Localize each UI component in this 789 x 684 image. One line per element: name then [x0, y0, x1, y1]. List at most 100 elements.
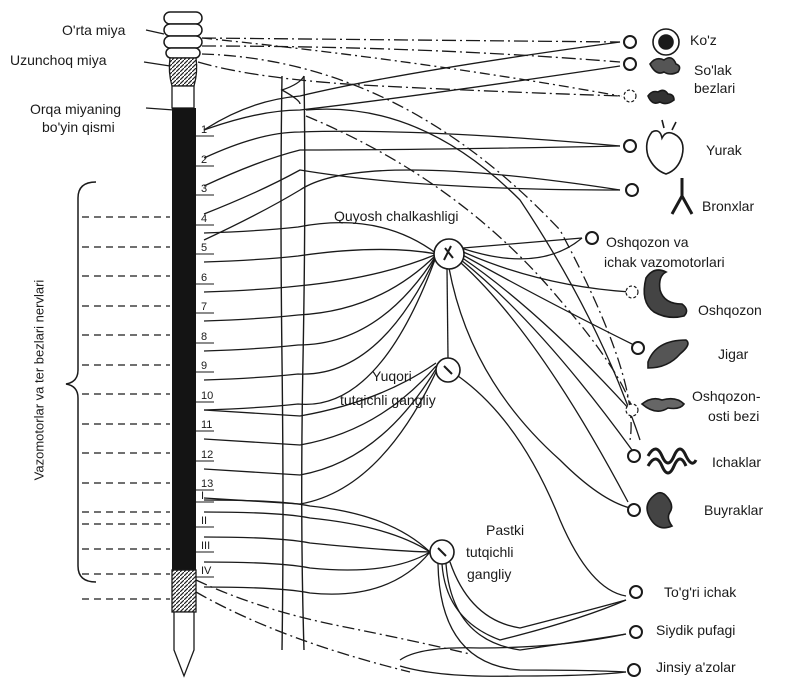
segment-label: 6 — [201, 272, 207, 284]
label-lower-ganglion-1: Pastki — [486, 522, 524, 539]
lumbar-fibre — [204, 537, 430, 552]
symp-salivary — [204, 66, 620, 130]
label-pancreas-1: Oshqozon- — [692, 388, 760, 405]
vasomotor-dashes — [82, 217, 170, 599]
thoracic-cord — [172, 108, 196, 570]
label-salivary-1: So'lak — [694, 62, 732, 79]
eye-icon — [653, 29, 679, 55]
label-medulla: Uzunchoq miya — [10, 52, 107, 69]
terminal-circle — [626, 184, 638, 196]
splanchnic-fibre — [204, 249, 437, 262]
terminal-circle — [624, 58, 636, 70]
label-genitals: Jinsiy a'zolar — [656, 659, 736, 676]
segment-label: 7 — [201, 301, 207, 313]
terminal-circles — [586, 36, 644, 676]
label-bladder: Siydik pufagi — [656, 622, 735, 639]
label-kidneys: Buyraklar — [704, 502, 763, 519]
label-cervical-2: bo'yin qismi — [42, 119, 115, 136]
label-vasomotor-2: ichak vazomotorlari — [604, 254, 725, 271]
segment-label: 8 — [201, 331, 207, 343]
segment-label: III — [201, 540, 210, 552]
label-solar-plexus: Quyosh chalkashligi — [334, 208, 459, 225]
splanchnic-fibre — [204, 254, 437, 410]
solar-to-kidney — [449, 268, 630, 508]
cervical-cord — [172, 86, 194, 108]
label-eye: Ko'z — [690, 32, 717, 49]
label-upper-ganglion-2: tutqichli gangliy — [340, 392, 436, 409]
label-rectum: To'g'ri ichak — [664, 584, 736, 601]
terminal-circle — [628, 504, 640, 516]
symp-eye — [204, 42, 620, 130]
liver-icon — [648, 340, 688, 368]
pelvic-fibre — [196, 580, 470, 654]
terminal-circle — [628, 664, 640, 676]
segment-label: 4 — [201, 213, 207, 225]
segment-label: IV — [201, 565, 211, 577]
splanchnic-fibre — [204, 254, 437, 380]
splanchnic-fibre — [204, 254, 437, 292]
terminal-circle — [586, 232, 598, 244]
terminal-circle — [632, 342, 644, 354]
label-bronchi: Bronxlar — [702, 198, 754, 215]
label-vasomotor-1: Oshqozon va — [606, 234, 689, 251]
label-side-vertical: Vazomotorlar va ter bezlari nervlari — [18, 180, 60, 580]
solar-output — [461, 238, 582, 259]
nerve-fibres — [196, 38, 640, 676]
segment-label: 2 — [201, 154, 207, 166]
segment-label: 1 — [201, 124, 207, 136]
splanchnic-fibre — [204, 254, 437, 321]
medulla-hatched — [169, 58, 196, 86]
salivary-gland-icon — [650, 58, 680, 74]
label-liver: Jigar — [718, 346, 748, 363]
terminal-circle — [630, 626, 642, 638]
bronchi-icon — [672, 178, 692, 214]
sacral-cord-hatched — [172, 570, 196, 612]
intestines-icon — [648, 449, 696, 473]
cranial-nerve-cross — [202, 38, 620, 96]
segment-label: 3 — [201, 183, 207, 195]
terminal-circle — [626, 286, 638, 298]
label-salivary-2: bezlari — [694, 80, 735, 97]
cranial-nerve-salivary-2 — [198, 62, 622, 96]
terminal-circle — [624, 36, 636, 48]
midbrain-segment — [164, 36, 202, 48]
segment-label: 10 — [201, 390, 213, 402]
spinal-cord — [164, 12, 202, 676]
label-vasomotor-nerves: Vazomotorlar va ter bezlari nervlari — [32, 280, 47, 481]
terminal-circle — [624, 90, 636, 102]
cranial-nerve-salivary — [202, 46, 620, 62]
segment-label: 5 — [201, 242, 207, 254]
label-heart: Yurak — [706, 142, 742, 159]
midbrain-segment — [166, 48, 200, 58]
stomach-icon — [644, 270, 686, 317]
midbrain-segment — [164, 24, 202, 36]
label-midbrain: O'rta miya — [62, 22, 125, 39]
cranial-nerve-eye — [202, 38, 620, 42]
segment-label: I — [201, 490, 204, 502]
symp-heart — [204, 131, 620, 158]
heart-icon — [647, 120, 683, 174]
lumbar-fibre — [204, 552, 430, 570]
terminal-circle — [628, 450, 640, 462]
solar-vasomotor-fibre — [463, 238, 582, 248]
midbrain-segment — [164, 12, 202, 24]
segment-ticks — [196, 136, 214, 577]
label-intestines: Ichaklar — [712, 454, 761, 471]
solar-to-upper — [447, 269, 448, 358]
terminal-circle — [630, 586, 642, 598]
lumbar-fibre — [204, 552, 430, 594]
symp-heart-2 — [204, 146, 620, 186]
segment-label: 11 — [201, 419, 212, 431]
segment-bracket — [66, 182, 96, 582]
cord-tail — [174, 612, 194, 676]
ganglion-cores — [438, 246, 453, 556]
segment-label: 9 — [201, 360, 207, 372]
label-lower-ganglion-3: gangliy — [467, 566, 511, 583]
lumbar-fibre — [204, 512, 430, 552]
trunk-link — [282, 76, 304, 104]
label-cervical-1: Orqa miyaning — [30, 101, 121, 118]
vagus-intestine — [202, 54, 631, 440]
splanchnic-fibre — [204, 254, 437, 351]
splanchnic-fibre — [204, 223, 437, 254]
label-upper-ganglion-1: Yuqori — [372, 368, 412, 385]
